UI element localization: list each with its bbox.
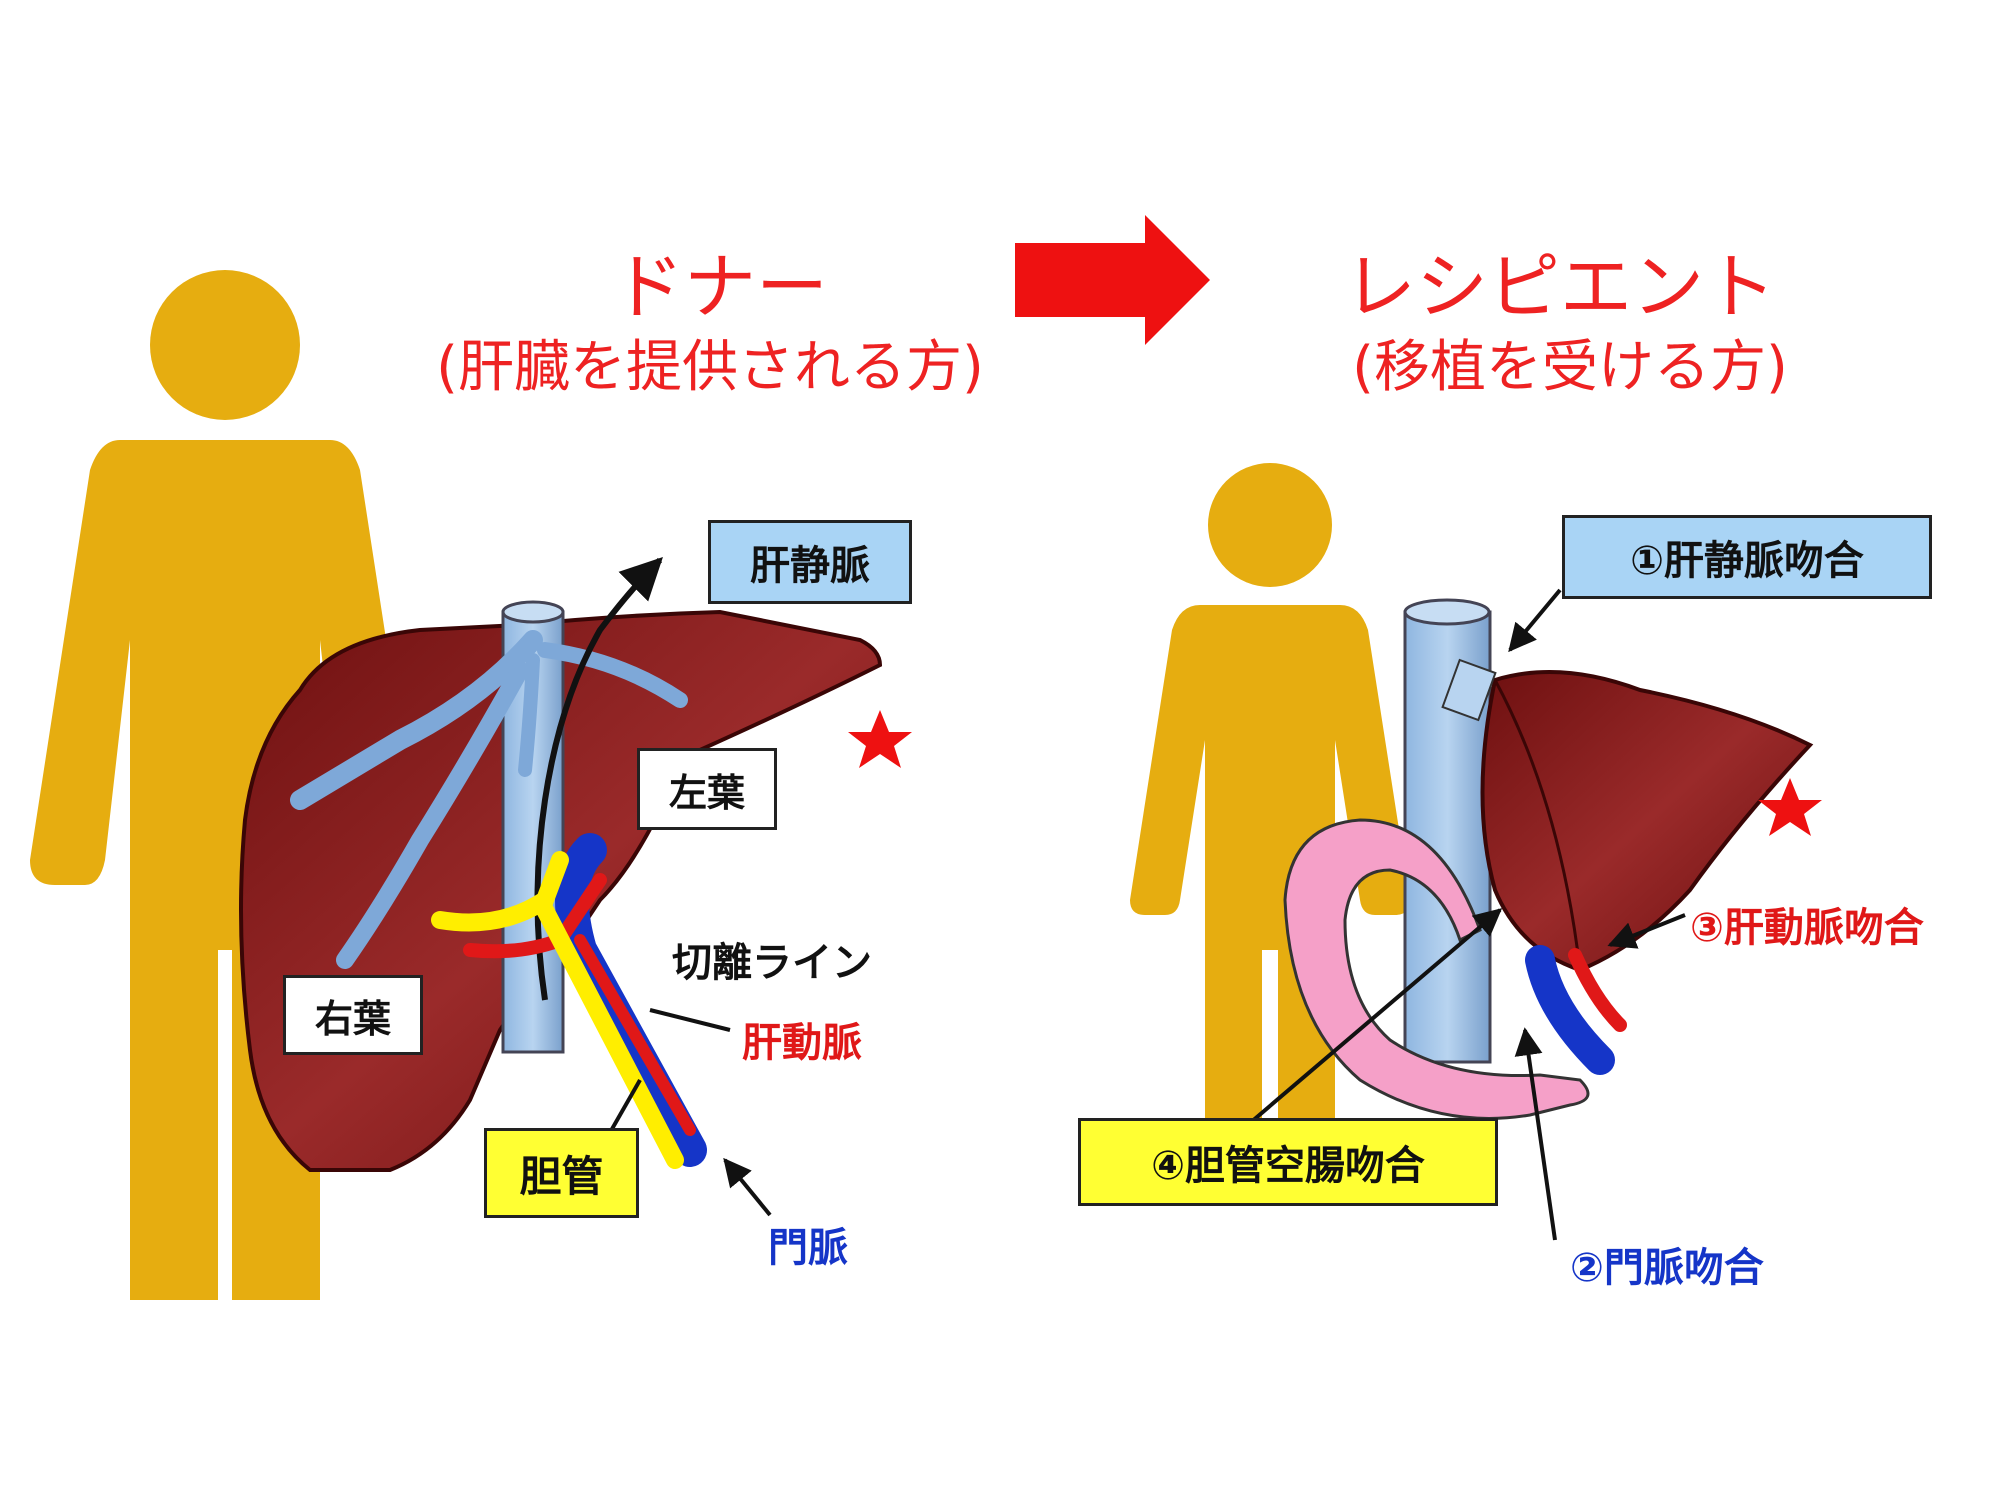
recipient-title: レシピエント (1343, 245, 1776, 329)
donor-hepatic-vein-branches (290, 630, 688, 969)
donor-person-icon (30, 270, 420, 1300)
donor-star-icon (848, 710, 912, 768)
recipient-subtitle: (移植を受ける方) (1352, 335, 1788, 400)
recipient-portal-vein (1525, 945, 1615, 1075)
anastomosis-4-label: ④胆管空腸吻合 (1078, 1118, 1498, 1206)
right-lobe-label: 右葉 (283, 975, 423, 1055)
recipient-hepatic-artery (1568, 948, 1627, 1032)
anastomosis-2-leader (1514, 1027, 1557, 1241)
portal-vein-leader (723, 1157, 772, 1217)
recipient-person-icon (1130, 463, 1410, 1160)
recipient-star-icon (1758, 778, 1822, 836)
anastomosis-1-label: ①肝静脈吻合 (1562, 515, 1932, 599)
bile-duct-label: 胆管 (484, 1128, 639, 1218)
left-lobe-label: 左葉 (637, 748, 777, 830)
donor-title: ドナー (611, 245, 828, 329)
hepatic-artery-label: 肝動脈 (742, 1020, 862, 1066)
anastomosis-4-leader (1228, 908, 1503, 1142)
hepatic-vein-label: 肝静脈 (708, 520, 912, 604)
portal-vein-label: 門脈 (768, 1225, 848, 1271)
cut-line-label: 切離ライン (672, 940, 872, 986)
anastomosis-3-leader (1607, 913, 1686, 949)
donor-bile-duct (431, 851, 684, 1169)
donor-subtitle: (肝臓を提供される方) (436, 335, 984, 400)
recipient-graft-liver (1441, 658, 1814, 973)
recipient-jejunum (1283, 818, 1590, 1120)
artery-leader (649, 1008, 731, 1032)
right-arrow-icon (1015, 215, 1210, 345)
anastomosis-1-leader (1508, 588, 1562, 653)
anastomosis-2-label: ②門脈吻合 (1570, 1245, 1764, 1291)
anastomosis-3-label: ③肝動脈吻合 (1690, 905, 1924, 951)
